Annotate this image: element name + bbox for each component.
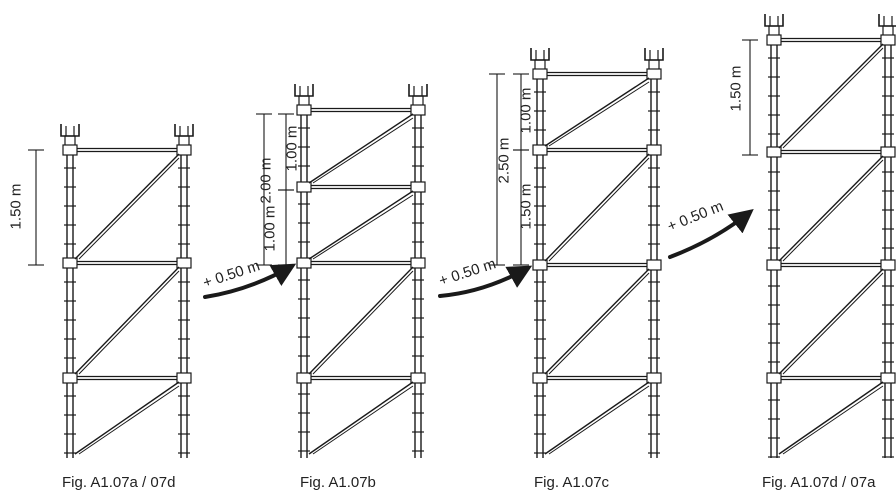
diagonal-brace (78, 157, 180, 260)
diagonal-brace (312, 194, 414, 260)
scaffold-frame-b (256, 84, 428, 458)
dim-label-a-1: 1.50 m (7, 183, 25, 230)
diagonal-brace (308, 113, 414, 184)
diagonal-brace (312, 385, 414, 455)
figure-caption-c: Fig. A1.07c (534, 474, 610, 491)
coupler (62, 372, 78, 384)
diagonal-brace (312, 117, 414, 184)
diagonal-brace (548, 272, 650, 375)
coupler (410, 257, 426, 269)
coupler (532, 372, 548, 384)
coupler (766, 259, 782, 271)
diagonal-brace (548, 157, 650, 262)
diagonal-brace (308, 381, 414, 455)
diagonal-brace (778, 268, 884, 375)
dimension-line (28, 149, 44, 266)
coupler (646, 68, 662, 80)
dim-label-c-total: 2.50 m (495, 137, 513, 184)
diagonal-brace (308, 266, 414, 375)
coupler (410, 372, 426, 384)
figure-caption-b: Fig. A1.07b (300, 474, 376, 491)
coupler (532, 259, 548, 271)
coupler (646, 144, 662, 156)
dimension-line (742, 39, 758, 156)
coupler (880, 34, 896, 46)
figure-caption-a: Fig. A1.07a / 07d (62, 474, 176, 491)
dimension-line (513, 149, 529, 266)
coupler (296, 257, 312, 269)
coupler (410, 181, 426, 193)
coupler (880, 146, 896, 158)
diagonal-brace (78, 270, 180, 375)
coupler (62, 144, 78, 156)
dimension-line (489, 73, 505, 266)
coupler (296, 372, 312, 384)
figure-caption-d: Fig. A1.07d / 07a (762, 474, 876, 491)
diagonal-brace (544, 153, 650, 262)
coupler (532, 144, 548, 156)
diagonal-brace (544, 381, 650, 455)
dimension-line (256, 113, 272, 266)
diagonal-brace (544, 268, 650, 375)
diagonal-brace (74, 266, 180, 375)
coupler (766, 34, 782, 46)
coupler (880, 259, 896, 271)
u-head-jack (644, 48, 664, 79)
dim-label-c-upper: 1.00 m (517, 87, 535, 134)
coupler (62, 257, 78, 269)
coupler (532, 68, 548, 80)
diagonal-brace (778, 155, 884, 262)
coupler (646, 372, 662, 384)
dimension-line (278, 189, 294, 266)
coupler (176, 257, 192, 269)
diagonal-brace (74, 153, 180, 260)
diagonal-brace (544, 77, 650, 147)
increment-arrow-1 (203, 263, 297, 299)
dim-label-d-1: 1.50 m (727, 65, 745, 112)
dim-label-c-lower: 1.50 m (517, 183, 535, 230)
diagonal-brace (78, 385, 180, 455)
coupler (880, 372, 896, 384)
diagonal-brace (312, 270, 414, 375)
diagonal-brace (782, 47, 884, 149)
coupler (296, 104, 312, 116)
coupler (176, 144, 192, 156)
scaffold-frame-c (489, 48, 664, 458)
scaffold-frame-d (742, 14, 896, 458)
diagonal-brace (548, 385, 650, 455)
diagonal-brace (782, 159, 884, 262)
diagonal-brace (782, 385, 884, 455)
increment-arrow-2 (438, 265, 533, 298)
coupler (410, 104, 426, 116)
increment-arrow-3 (668, 209, 754, 259)
coupler (766, 146, 782, 158)
coupler (766, 372, 782, 384)
diagonal-brace (778, 381, 884, 455)
diagonal-brace (74, 381, 180, 455)
dim-label-b-lower: 1.00 m (261, 205, 279, 252)
diagonal-brace (782, 272, 884, 375)
coupler (176, 372, 192, 384)
diagonal-brace (778, 43, 884, 149)
coupler (296, 181, 312, 193)
scaffold-frame-a (28, 124, 194, 458)
diagonal-brace (308, 190, 414, 260)
coupler (646, 259, 662, 271)
dim-label-b-upper: 1.00 m (283, 125, 301, 172)
diagonal-brace (548, 81, 650, 147)
